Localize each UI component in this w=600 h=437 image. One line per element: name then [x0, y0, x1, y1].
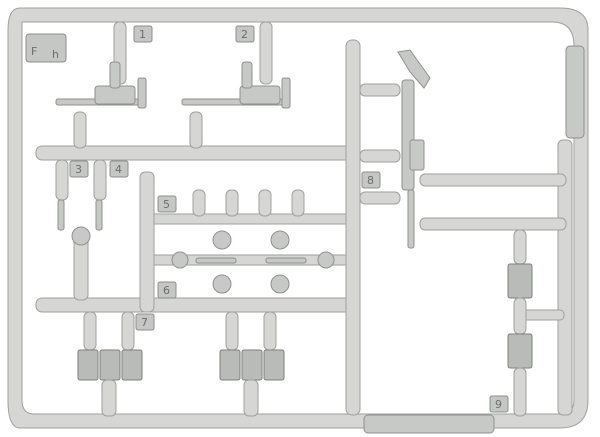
part-number-5: 5 — [163, 198, 170, 211]
part-6-items — [171, 230, 335, 294]
sprue-letter-sub: h — [52, 48, 59, 61]
part-1-weapon — [55, 61, 147, 149]
part-5-grenades — [192, 189, 305, 217]
part-number-tags: 1 2 3 4 5 6 7 8 9 — [69, 25, 509, 413]
runner-right-a — [419, 173, 567, 187]
sprue-letter-tag: F h — [25, 33, 67, 63]
runner-mid-a — [149, 213, 351, 225]
part-number-4: 4 — [115, 163, 122, 176]
sprue-letter: F — [31, 45, 37, 58]
runner-left-vertical — [139, 171, 155, 313]
runner-right-vertical — [557, 139, 573, 416]
frame-lug-top-right — [565, 45, 585, 139]
part-number-2: 2 — [241, 28, 248, 41]
part-2-weapon — [181, 61, 291, 149]
frame-lug-bottom — [363, 414, 495, 434]
part-number-6: 6 — [163, 284, 170, 297]
gate-2 — [259, 21, 273, 85]
runner-right-b — [419, 217, 567, 231]
part-number-3: 3 — [75, 163, 82, 176]
part-number-9: 9 — [495, 398, 502, 411]
runner-center-vertical — [345, 39, 361, 416]
part-7-pouches — [77, 311, 285, 417]
part-number-1: 1 — [139, 28, 146, 41]
runner-right-c — [519, 309, 565, 321]
part-number-8: 8 — [367, 174, 374, 187]
parts-3-4 — [55, 159, 107, 301]
part-9-magazines — [507, 229, 533, 417]
part-8-rifle — [359, 49, 431, 249]
part-number-7: 7 — [141, 316, 148, 329]
